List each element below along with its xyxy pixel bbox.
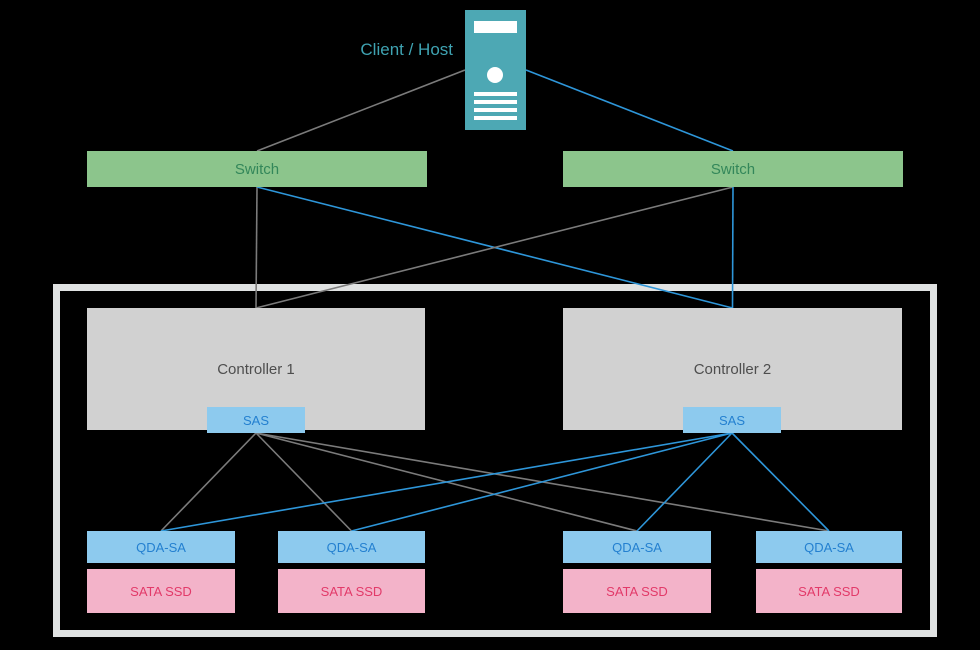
switch-2-label: Switch [710,160,756,178]
sas-port-1: SAS [207,407,305,433]
qda-sa-adapter-4: QDA-SA [756,531,902,563]
qda-sa-adapter-2-label: QDA-SA [326,539,377,555]
client-host-server-icon [465,10,526,130]
sata-ssd-3: SATA SSD [563,569,711,613]
sas-port-2-label: SAS [718,412,745,428]
qda-sa-adapter-2: QDA-SA [278,531,425,563]
server-power-button-icon [487,67,503,83]
sas-port-2: SAS [683,407,781,433]
controller-1-label: Controller 1 [217,360,295,378]
client-host-label: Client / Host [360,40,453,59]
sata-ssd-2: SATA SSD [278,569,425,613]
qda-sa-adapter-4-label: QDA-SA [804,539,854,555]
sata-ssd-1-label: SATA SSD [130,583,192,599]
sata-ssd-4: SATA SSD [756,569,902,613]
sata-ssd-1: SATA SSD [87,569,235,613]
controller-2-label: Controller 2 [693,360,772,378]
sata-ssd-4-label: SATA SSD [798,583,860,599]
qda-sa-adapter-3: QDA-SA [563,531,711,563]
server-vents-icon [474,92,517,124]
switch-1-label: Switch [234,160,280,178]
switch-2-box: Switch [563,151,903,187]
qda-sa-adapter-1: QDA-SA [87,531,235,563]
switch-1-box: Switch [87,151,427,187]
qda-sa-adapter-3-label: QDA-SA [612,539,662,555]
server-drive-bay-icon [474,21,517,33]
qda-sa-adapter-1-label: QDA-SA [136,539,186,555]
sata-ssd-3-label: SATA SSD [606,583,668,599]
sas-port-1-label: SAS [242,412,269,428]
sata-ssd-2-label: SATA SSD [320,583,383,599]
